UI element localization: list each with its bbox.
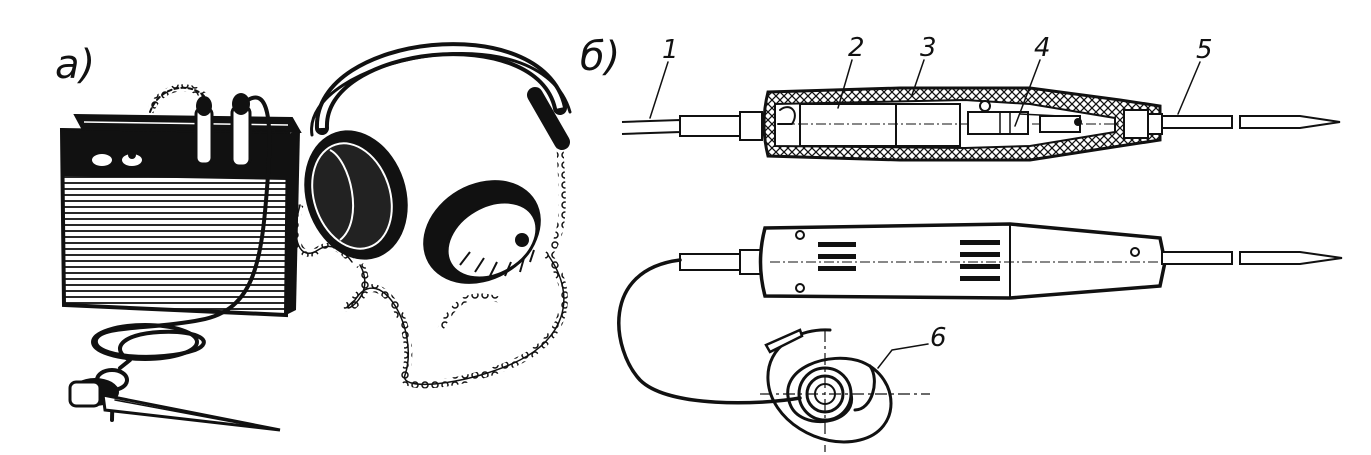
panel-a-label: a) bbox=[55, 42, 95, 88]
ground-spike-probe bbox=[68, 95, 281, 432]
panel-a: a) bbox=[55, 42, 572, 432]
panel-b: б) bbox=[580, 33, 1343, 452]
panel-b-label: б) bbox=[580, 34, 620, 80]
callout-leaders bbox=[649, 59, 1201, 369]
headphones bbox=[292, 42, 572, 389]
spiral-earpiece bbox=[760, 328, 930, 452]
callout-1: 1 bbox=[662, 35, 679, 65]
callout-6: 6 bbox=[930, 323, 947, 353]
callout-5: 5 bbox=[1196, 35, 1213, 65]
callout-3: 3 bbox=[920, 33, 937, 63]
probe-external-view bbox=[617, 222, 1343, 405]
probe-section-view bbox=[621, 86, 1341, 162]
callout-4: 4 bbox=[1034, 33, 1051, 63]
callout-2: 2 bbox=[848, 33, 865, 63]
battery-box bbox=[59, 84, 302, 318]
